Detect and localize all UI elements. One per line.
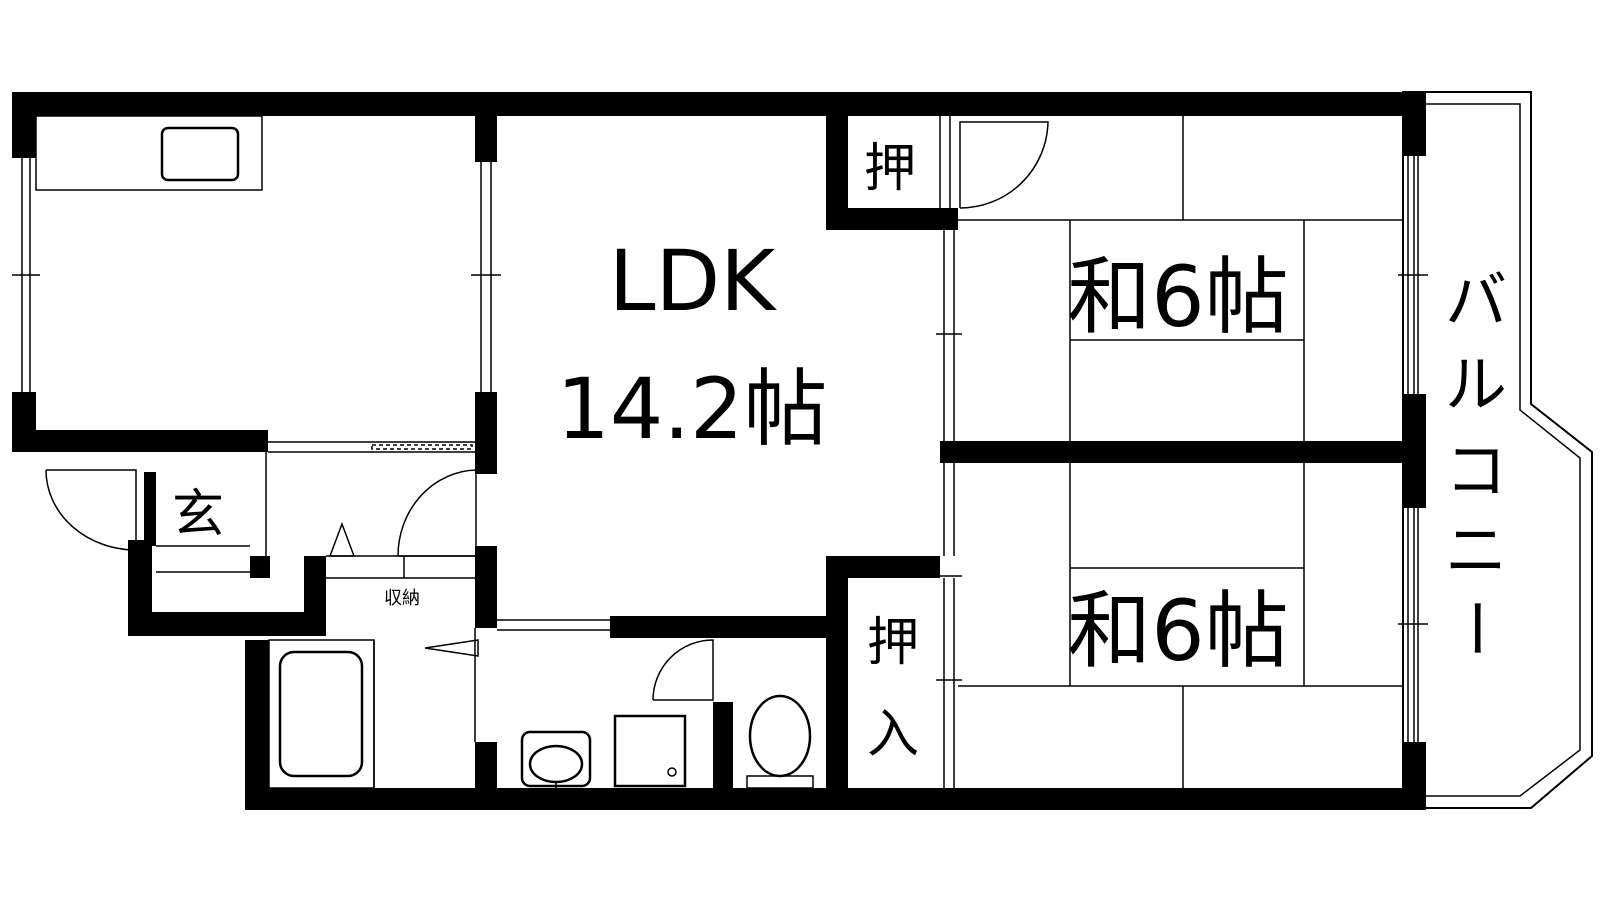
tatami-lines [958,116,1402,788]
balcony-label-3: コ [1445,434,1507,507]
door-swings [45,121,1049,701]
washitsu-bottom-label: 和6帖 [1067,582,1288,680]
sink-icon [160,126,240,182]
ldk-name-label: LDK [609,232,777,330]
washitsu-top-label: 和6帖 [1067,248,1288,346]
fixtures [35,115,814,790]
toilet-tank-icon [746,775,814,789]
windows-and-openings [12,116,1428,790]
washing-machine-icon [613,714,687,788]
bathtub-icon [268,639,375,789]
ldk-size-label: 14.2帖 [556,360,827,458]
room-labels: LDK 14.2帖 和6帖 和6帖 押 押 入 玄 収納 バ ル コ ニ ー [172,139,1512,765]
balcony-label-4: ニ [1445,514,1507,587]
oshiire-bottom-label-2: 入 [867,705,919,765]
interior-walls [144,116,1426,790]
genkan-label: 玄 [172,485,224,545]
shuno-label: 収納 [384,588,420,609]
oshiire-top-label: 押 [864,139,916,199]
balcony-label-1: バ [1445,264,1507,337]
oshiire-bottom-label-1: 押 [867,613,919,673]
outer-walls [12,92,1426,810]
balcony-label-5: ー [1439,597,1512,659]
shoe-cabinet-marker [328,521,356,557]
balcony-label-2: ル [1445,348,1507,421]
toilet-icon [748,694,812,778]
